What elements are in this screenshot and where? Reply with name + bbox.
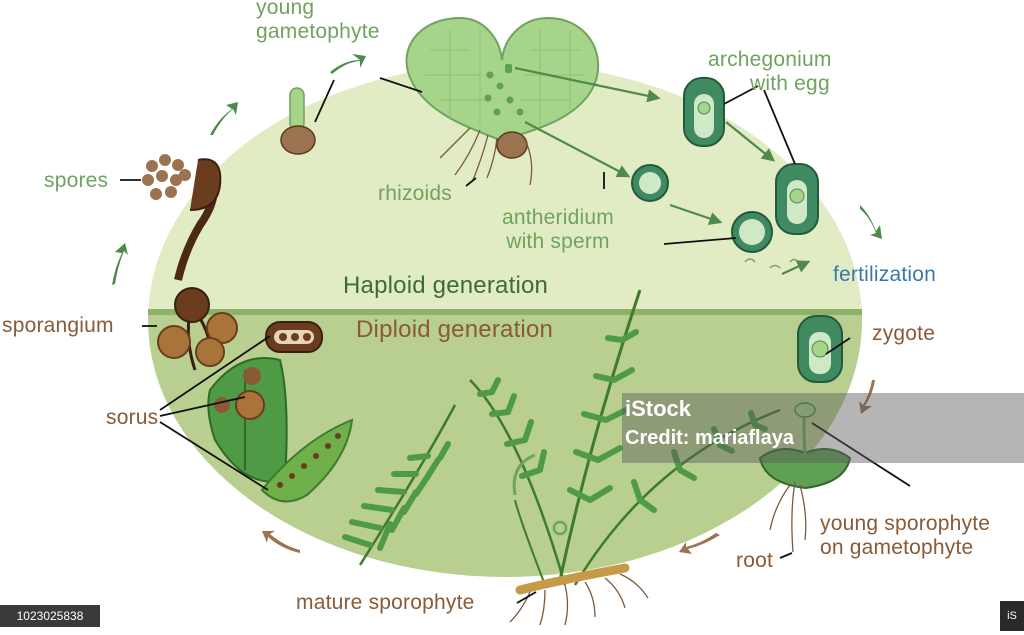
label-diploid-generation: Diploid generation <box>356 316 554 343</box>
label-spores: spores <box>44 169 109 192</box>
label-young-sporophyte: young sporophyte on gametophyte <box>820 512 990 560</box>
label-antheridium: antheridium with sperm <box>502 206 614 254</box>
mature-fern-illustration <box>342 289 781 586</box>
gametophyte-illustration <box>405 16 600 186</box>
cycle-arrows <box>112 54 882 554</box>
label-young-gametophyte-line2: gametophyte <box>256 20 380 43</box>
label-archegonium-line2: with egg <box>750 72 830 95</box>
leader-lines <box>120 77 911 604</box>
label-young-gametophyte-line1: young <box>256 0 315 19</box>
label-sorus: sorus <box>106 406 159 429</box>
sorus-closeup <box>265 321 323 353</box>
label-root: root <box>736 549 773 572</box>
antheridium-illustration <box>631 164 669 202</box>
watermark-logo: iS <box>1000 601 1024 631</box>
watermark-banner <box>622 393 1024 463</box>
label-zygote: zygote <box>872 322 936 345</box>
label-sporangium: sporangium <box>2 314 114 337</box>
label-antheridium-line1: antheridium <box>502 206 614 229</box>
sporangium-cluster <box>157 287 238 371</box>
label-young-sporophyte-line2: on gametophyte <box>820 536 974 559</box>
open-archegonium-illustration <box>775 163 819 235</box>
watermark-credit: Credit: mariaflaya <box>625 427 794 449</box>
open-antheridium-illustration <box>731 211 799 269</box>
process-arrows <box>514 66 811 275</box>
label-archegonium: archegonium with egg <box>708 48 832 96</box>
sporangium-stalk <box>174 158 222 281</box>
label-archegonium-line1: archegonium <box>708 48 832 71</box>
label-rhizoids: rhizoids <box>378 182 452 205</box>
spores-illustration <box>142 154 191 200</box>
label-mature-sporophyte: mature sporophyte <box>296 591 475 614</box>
watermark-image-id: 1023025838 <box>0 605 100 627</box>
zygote-illustration <box>797 315 843 383</box>
label-young-sporophyte-line1: young sporophyte <box>820 512 991 535</box>
rhizome-and-roots <box>509 563 649 626</box>
label-fertilization: fertilization <box>833 263 936 286</box>
label-haploid-generation: Haploid generation <box>343 272 549 299</box>
generation-divider <box>148 309 862 315</box>
watermark-brand: iStock <box>625 396 692 421</box>
archegonium-illustration <box>683 77 725 147</box>
young-sporophyte-illustration <box>758 402 852 553</box>
label-young-gametophyte: young gametophyte <box>256 0 380 44</box>
frond-segment <box>260 418 354 503</box>
germinating-spore-illustration <box>280 87 316 155</box>
label-antheridium-line2: with sperm <box>506 230 610 253</box>
